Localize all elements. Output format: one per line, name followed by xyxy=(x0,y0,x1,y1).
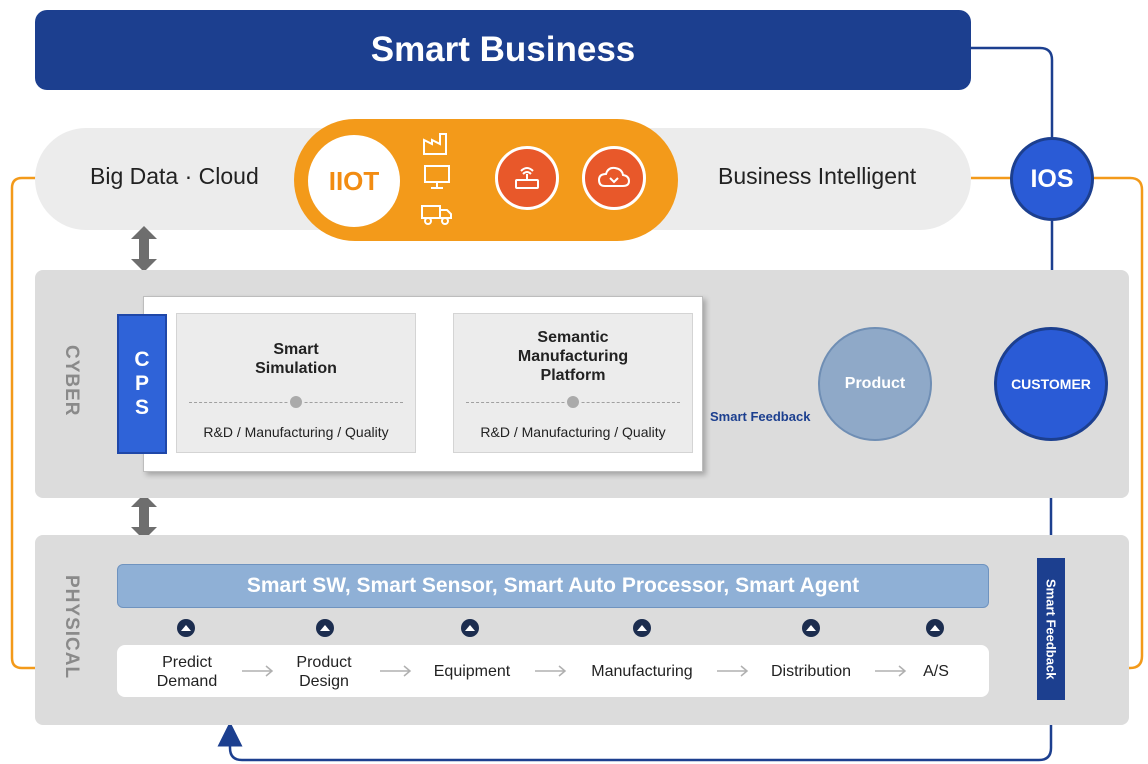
product-node: Product xyxy=(818,327,932,441)
flow-step-as: A/S xyxy=(923,663,949,680)
smart-feedback-vertical-text: Smart Feedback xyxy=(1043,578,1059,680)
banner-to-ios-line xyxy=(971,46,1054,137)
cloud-cyber-arrow-icon xyxy=(130,226,158,277)
customer-loop-bottom xyxy=(217,441,1053,762)
smart-components-bar: Smart SW, Smart Sensor, Smart Auto Proce… xyxy=(117,564,989,608)
flow-step-line: Product xyxy=(296,654,352,671)
module-title-line: Platform xyxy=(540,367,606,384)
flow-arrow-icon xyxy=(535,665,567,677)
monitor-icon xyxy=(422,164,456,195)
page-title: Smart Business xyxy=(35,10,971,90)
up-arrow-icon xyxy=(926,619,944,637)
module-subtitle: R&D / Manufacturing / Quality xyxy=(203,424,389,440)
orange-loop-left xyxy=(10,176,117,670)
physical-label: PHYSICAL xyxy=(61,575,82,680)
flow-step-equipment: Equipment xyxy=(433,663,511,680)
ios-node: IOS xyxy=(1010,137,1094,221)
cloud-icon xyxy=(582,146,646,210)
smart-simulation-module: Smart Simulation R&D / Manufacturing / Q… xyxy=(176,313,416,453)
module-title-line: Smart xyxy=(273,341,319,358)
value-chain-flow: Predict Demand Product Design Equipment … xyxy=(117,645,989,697)
cps-letter: S xyxy=(134,396,149,419)
iiot-badge: IIOT xyxy=(308,135,400,227)
cyber-physical-arrow-icon xyxy=(130,494,158,545)
smart-feedback-vertical: Smart Feedback xyxy=(1037,558,1065,700)
module-dot-icon xyxy=(288,394,304,410)
smart-feedback-label: Smart Feedback xyxy=(710,409,811,424)
flow-step-product-design: Product Design xyxy=(284,653,364,691)
orange-loop-right xyxy=(971,176,1144,670)
module-title-line: Manufacturing xyxy=(517,348,629,365)
cps-letter: P xyxy=(134,372,149,395)
factory-icon xyxy=(422,130,456,161)
up-arrow-icon xyxy=(177,619,195,637)
cps-tab: C P S xyxy=(117,314,167,454)
up-arrow-icon xyxy=(633,619,651,637)
flow-arrow-icon xyxy=(717,665,749,677)
module-title-line: Simulation xyxy=(255,360,337,377)
flow-step-line: Predict xyxy=(162,654,212,671)
semantic-manufacturing-module: Semantic Manufacturing Platform R&D / Ma… xyxy=(453,313,693,453)
cyber-label: CYBER xyxy=(61,345,82,417)
flow-step-line: Demand xyxy=(156,673,218,690)
flow-arrow-icon xyxy=(380,665,412,677)
truck-icon xyxy=(420,200,454,231)
module-title-line: Semantic xyxy=(537,329,609,346)
big-data-cloud-label: Big Data · Cloud xyxy=(90,163,259,189)
up-arrow-icon xyxy=(802,619,820,637)
cps-letter: C xyxy=(134,348,150,371)
flow-arrow-icon xyxy=(242,665,274,677)
module-dot-icon xyxy=(565,394,581,410)
up-arrow-icon xyxy=(316,619,334,637)
flow-step-line: Design xyxy=(299,673,349,690)
flow-arrow-icon xyxy=(875,665,907,677)
up-arrow-icon xyxy=(461,619,479,637)
customer-node: CUSTOMER xyxy=(994,327,1108,441)
flow-step-predict-demand: Predict Demand xyxy=(147,653,227,691)
module-subtitle: R&D / Manufacturing / Quality xyxy=(480,424,666,440)
flow-step-distribution: Distribution xyxy=(770,663,852,680)
business-intelligent-label: Business Intelligent xyxy=(718,163,917,189)
flow-step-manufacturing: Manufacturing xyxy=(591,663,693,680)
router-icon xyxy=(495,146,559,210)
